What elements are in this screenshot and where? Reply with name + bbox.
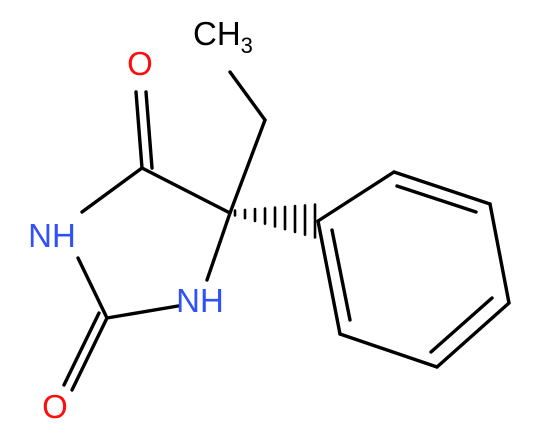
bond-ph-inner-2 xyxy=(429,296,494,354)
oxygen-label-top: O xyxy=(127,45,153,82)
oxygen-label-bottom: O xyxy=(42,388,68,425)
bond-c2-n1 xyxy=(105,304,180,320)
bond-c2-o-2 xyxy=(62,311,101,387)
bond-ph-3 xyxy=(488,202,511,305)
methyl-label-main: CH xyxy=(193,15,241,52)
stereo-hash-bond xyxy=(233,203,317,239)
bond-ph-inner-1 xyxy=(395,184,478,214)
bond-ph-4 xyxy=(435,301,511,369)
bond-c5-c4 xyxy=(140,166,232,215)
methyl-label: CH3 xyxy=(193,15,253,58)
methyl-label-subscript: 3 xyxy=(241,33,253,58)
bond-ph-1 xyxy=(316,170,396,223)
bond-ph-2 xyxy=(392,170,492,206)
bond-ph-6 xyxy=(316,219,342,336)
bond-n3-c2 xyxy=(76,256,109,320)
bond-ph-5 xyxy=(338,332,439,369)
bond-n1-c5 xyxy=(205,211,232,282)
bond-c2-o-1 xyxy=(70,316,109,392)
bond-c4-o-2 xyxy=(144,90,154,170)
bond-c4-o-1 xyxy=(134,90,144,170)
bond-methyl-ch2 xyxy=(228,70,267,122)
nh-label-left: NH xyxy=(28,217,76,254)
bond-ch2-c5 xyxy=(228,118,267,215)
nh-label-bottom: NH xyxy=(176,282,224,319)
bond-c4-n3 xyxy=(80,166,144,214)
bond-ph-inner-3 xyxy=(330,228,352,322)
